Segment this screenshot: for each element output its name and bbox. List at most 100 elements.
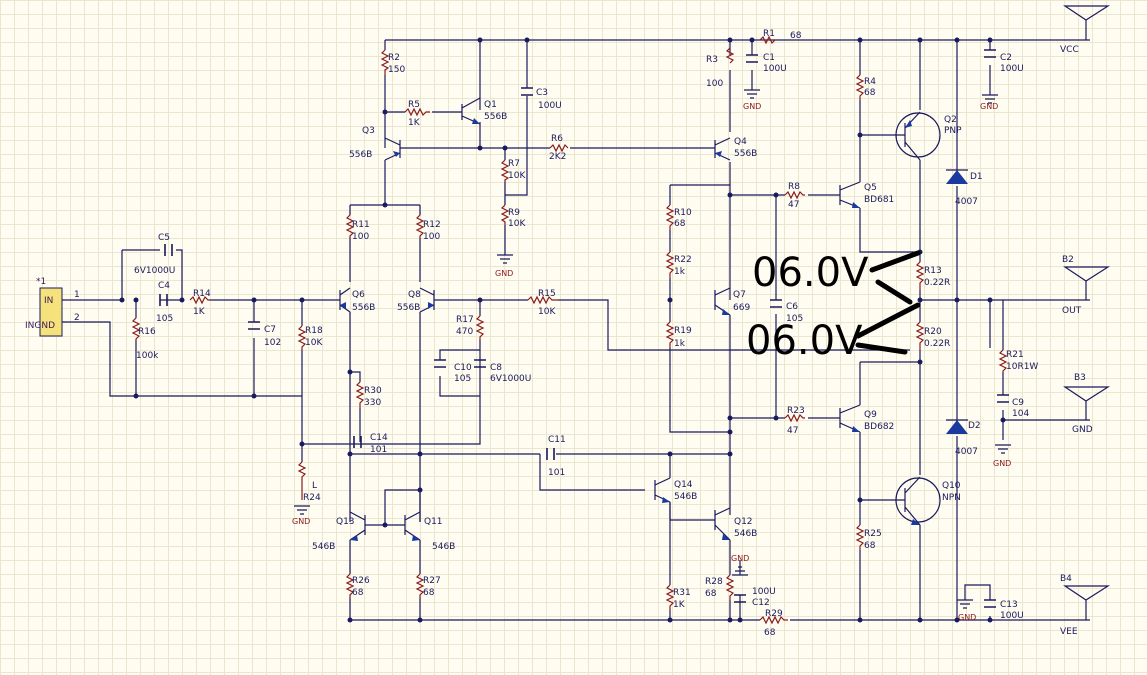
label-C14-val: 101 bbox=[370, 445, 387, 455]
label-C11-ref: C11 bbox=[548, 435, 566, 445]
label-R8-ref: R8 bbox=[788, 182, 800, 192]
label-R29-val: 68 bbox=[764, 628, 776, 638]
label-R16-ref: R16 bbox=[138, 327, 156, 337]
label-R30-ref: R30 bbox=[364, 386, 382, 396]
label-R23-ref: R23 bbox=[787, 406, 805, 416]
gnd-label: GND bbox=[495, 269, 513, 278]
label-R3-ref: R3 bbox=[706, 55, 718, 65]
label-R24: R24 bbox=[303, 493, 321, 503]
label-R21-ref: R21 bbox=[1006, 350, 1024, 360]
label-R29-ref: R29 bbox=[765, 609, 783, 619]
label-Q13-ref: Q13 bbox=[336, 517, 355, 527]
label-OUT: OUT bbox=[1062, 306, 1082, 316]
gnd-labels: GND GND GND GND GND GND GND bbox=[292, 102, 1011, 622]
label-Q7-ref: Q7 bbox=[733, 290, 746, 300]
voltage-annotation-top: 06.0V bbox=[752, 250, 869, 296]
label-R21-val: 10R1W bbox=[1006, 362, 1038, 372]
label-Q2-ref: Q2 bbox=[944, 115, 957, 125]
input-connector[interactable] bbox=[39, 287, 63, 337]
label-R15-val: 10K bbox=[538, 307, 556, 317]
connector-pin-ingnd: INGND bbox=[25, 321, 55, 331]
label-D1-ref: D1 bbox=[970, 172, 983, 182]
gnd-label: GND bbox=[980, 102, 998, 111]
label-VEE: VEE bbox=[1060, 627, 1078, 637]
label-R6-ref: R6 bbox=[551, 134, 563, 144]
gnd-label: GND bbox=[292, 517, 310, 526]
label-Q2-val: PNP bbox=[944, 126, 962, 136]
label-R16-val: 100k bbox=[136, 351, 159, 361]
label-C9-ref: C9 bbox=[1012, 398, 1024, 408]
label-Q4-val: 556B bbox=[734, 149, 757, 159]
gnd-label: GND bbox=[743, 102, 761, 111]
gnd-label: GND bbox=[958, 613, 976, 622]
label-C3-val: 100U bbox=[538, 101, 562, 111]
label-C14-ref: C14 bbox=[370, 433, 388, 443]
label-Q6-ref: Q6 bbox=[352, 290, 365, 300]
label-R7-val: 10K bbox=[508, 171, 526, 181]
label-R5-val: 1K bbox=[408, 118, 421, 128]
label-C8-ref: C8 bbox=[490, 363, 502, 373]
label-GND-right: GND bbox=[1072, 425, 1093, 435]
connector-pin-in: IN bbox=[44, 296, 53, 306]
label-C4-val: 105 bbox=[156, 314, 173, 324]
label-Q11-val: 546B bbox=[432, 542, 455, 552]
capacitor-symbols bbox=[159, 49, 1009, 608]
label-R28-ref: R28 bbox=[705, 577, 723, 587]
label-R20-val: 0.22R bbox=[924, 339, 950, 349]
label-R3-val: 100 bbox=[706, 79, 723, 89]
label-R18-ref: R18 bbox=[305, 326, 323, 336]
label-C7-ref: C7 bbox=[264, 325, 276, 335]
label-Q3-val: 556B bbox=[349, 150, 372, 160]
label-R18-val: 10K bbox=[305, 338, 323, 348]
connector-designator: *1 bbox=[36, 277, 46, 287]
label-C1-ref: C1 bbox=[763, 53, 775, 63]
label-R12-ref: R12 bbox=[423, 220, 441, 230]
diode-symbols bbox=[946, 169, 968, 434]
label-Q5-val: BD681 bbox=[864, 195, 894, 205]
label-R26-val: 68 bbox=[352, 588, 364, 598]
label-Q12-val: 546B bbox=[734, 529, 757, 539]
label-R27-ref: R27 bbox=[423, 576, 441, 586]
label-R5-ref: R5 bbox=[408, 100, 420, 110]
label-Q9-val: BD682 bbox=[864, 422, 894, 432]
label-B2: B2 bbox=[1062, 255, 1074, 265]
label-C10-val: 105 bbox=[454, 374, 471, 384]
label-R26-ref: R26 bbox=[352, 576, 370, 586]
label-C3-ref: C3 bbox=[536, 88, 548, 98]
label-C2-val: 100U bbox=[1000, 64, 1024, 74]
label-R9-ref: R9 bbox=[508, 208, 520, 218]
label-R9-val: 10K bbox=[508, 219, 526, 229]
label-R11-val: 100 bbox=[352, 232, 369, 242]
label-R12-val: 100 bbox=[423, 232, 440, 242]
label-R4-ref: R4 bbox=[864, 77, 876, 87]
label-C4-ref: C4 bbox=[158, 281, 170, 291]
label-C13-val: 100U bbox=[1000, 611, 1024, 621]
label-R23-val: 47 bbox=[787, 426, 798, 436]
pin-number-2: 2 bbox=[74, 313, 80, 323]
label-R17-val: 470 bbox=[456, 327, 473, 337]
label-Q4-ref: Q4 bbox=[734, 137, 747, 147]
label-R11-ref: R11 bbox=[352, 220, 370, 230]
label-Q7-val: 669 bbox=[733, 303, 750, 313]
label-R14-val: 1K bbox=[193, 307, 206, 317]
label-C10-ref: C10 bbox=[454, 363, 472, 373]
label-C2-ref: C2 bbox=[1000, 53, 1012, 63]
label-R6-val: 2K2 bbox=[549, 152, 566, 162]
label-R10-ref: R10 bbox=[674, 208, 692, 218]
label-Q9-ref: Q9 bbox=[864, 410, 877, 420]
label-R8-val: 47 bbox=[788, 200, 799, 210]
label-R20-ref: R20 bbox=[924, 327, 942, 337]
label-Q10-ref: Q10 bbox=[942, 481, 961, 491]
voltage-annotations: 06.0V 06.0V bbox=[746, 250, 921, 364]
label-C1-val: 100U bbox=[763, 64, 787, 74]
label-R22-ref: R22 bbox=[674, 255, 692, 265]
port-symbols bbox=[1063, 5, 1111, 620]
label-Q8-ref: Q8 bbox=[408, 290, 421, 300]
label-Q8-val: 556B bbox=[397, 303, 420, 313]
label-R13-val: 0.22R bbox=[924, 278, 950, 288]
label-R7-ref: R7 bbox=[508, 159, 520, 169]
pin-number-1: 1 bbox=[74, 290, 80, 300]
label-B4: B4 bbox=[1060, 574, 1072, 584]
label-C5-ref: C5 bbox=[158, 233, 170, 243]
